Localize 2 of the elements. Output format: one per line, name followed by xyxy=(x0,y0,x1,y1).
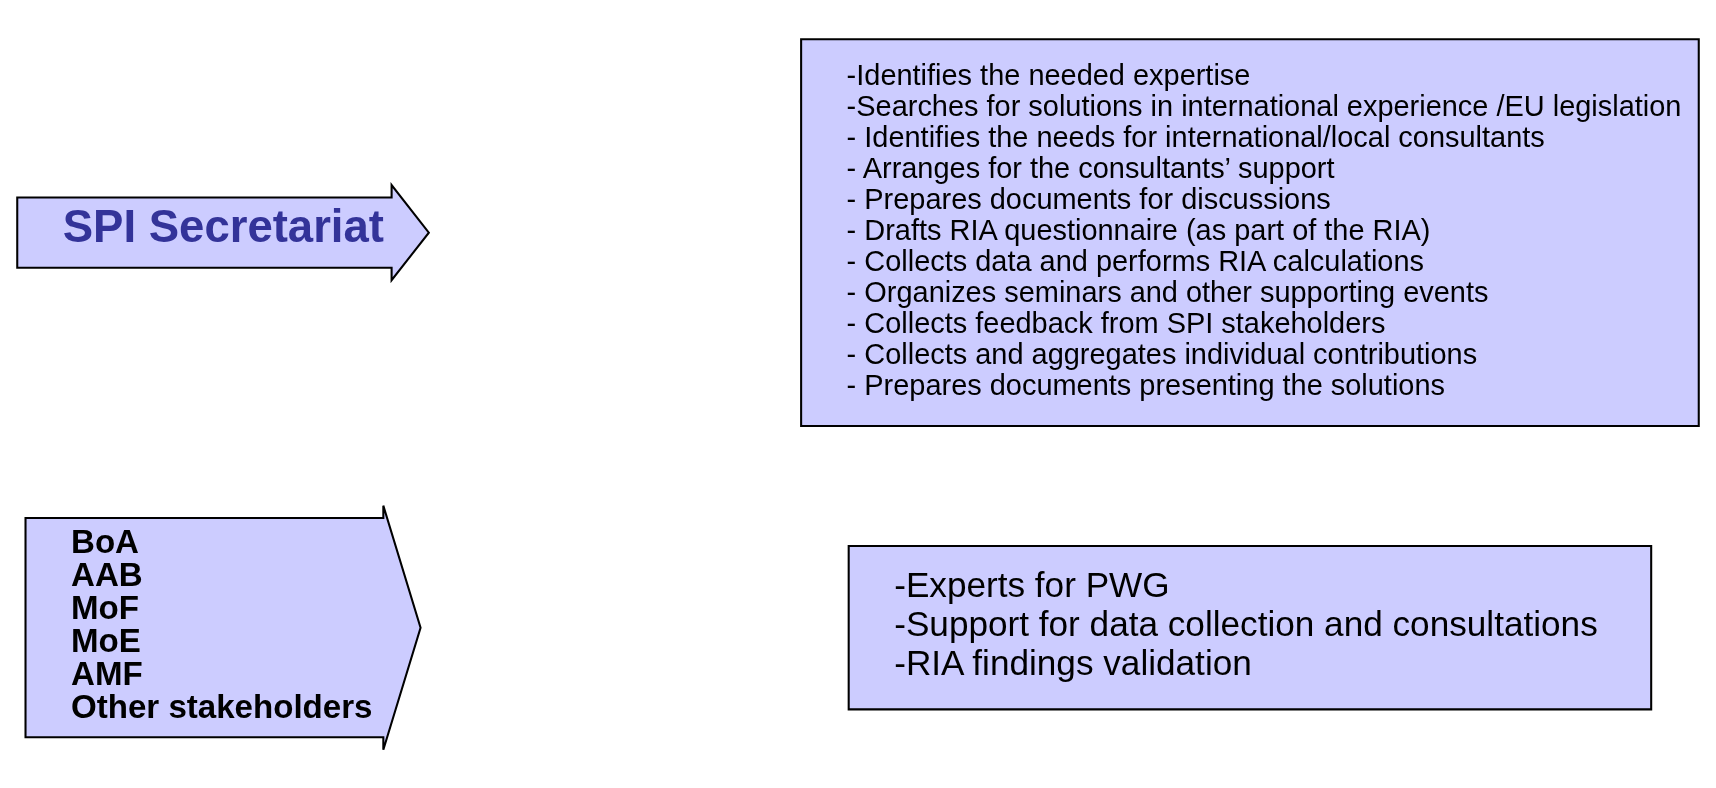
node-box: -Experts for PWG -Support for data collection and consultations -RIA findings validation xyxy=(847,544,1653,710)
node-box: -Identifies the needed expertise -Searches for solutions in international experience /EU legislation - Identifies the needs for international/local consultants - Arranges for the consultants’ support - Prepares documents for discussions - Drafts RIA questionnaire (as part of the RIA) - Collects data and performs RIA calculations - Organizes seminars and other supporting events - Collects feedback from SPI stakeholders - Collects and aggregates individual contributions - Prepares documents presenting the solutions xyxy=(800,37,1700,427)
